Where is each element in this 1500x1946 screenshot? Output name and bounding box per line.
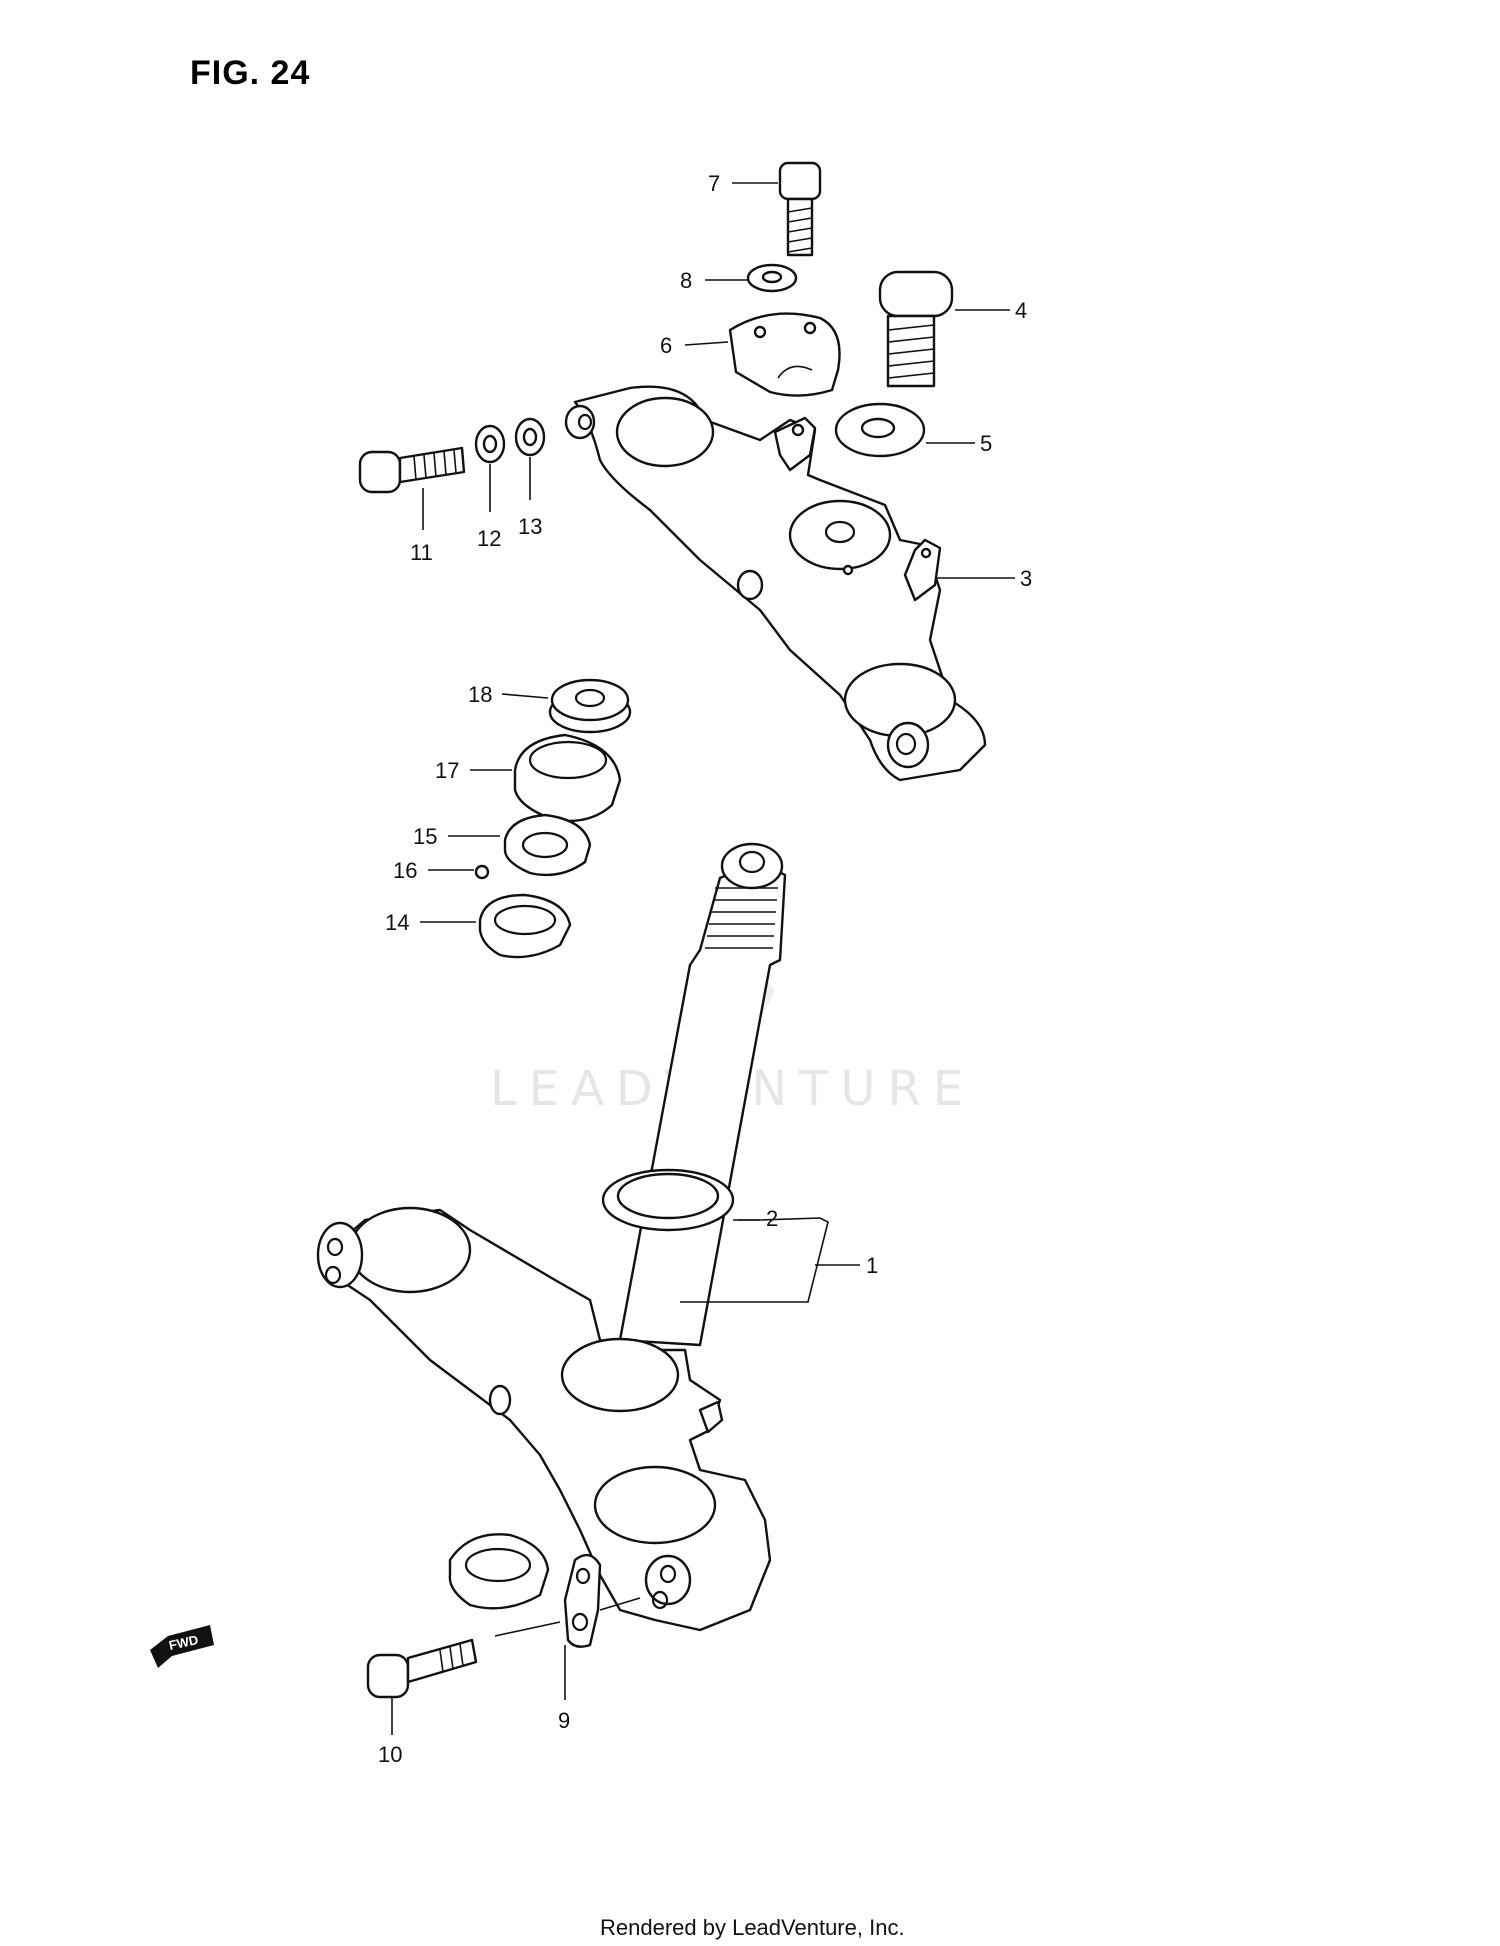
part-11-bolt xyxy=(358,446,466,494)
callout-3: 3 xyxy=(1020,566,1032,591)
part-3-upper-bracket xyxy=(564,385,987,782)
callout-16: 16 xyxy=(393,858,417,883)
callout-12: 12 xyxy=(477,526,501,551)
part-10-bolt xyxy=(366,1638,478,1699)
callout-2: 2 xyxy=(766,1206,778,1231)
callout-14: 14 xyxy=(385,910,409,935)
callout-8: 8 xyxy=(680,268,692,293)
callout-15: 15 xyxy=(413,824,437,849)
footer-credit: Rendered by LeadVenture, Inc. xyxy=(600,1915,905,1940)
callout-17: 17 xyxy=(435,758,459,783)
callout-9: 9 xyxy=(558,1708,570,1733)
part-8-washer xyxy=(746,263,798,293)
part-12-washer xyxy=(474,424,506,464)
callout-18: 18 xyxy=(468,682,492,707)
part-5-washer xyxy=(834,402,926,458)
part-2-seal xyxy=(601,1168,735,1232)
part-9-plate xyxy=(563,1553,602,1648)
part-6-cap xyxy=(728,312,841,397)
part-16-ball xyxy=(474,864,490,880)
part-7-bolt xyxy=(778,161,822,257)
callout-11: 11 xyxy=(410,540,433,565)
part-13-washer xyxy=(514,417,546,457)
callout-5: 5 xyxy=(980,431,992,456)
part-15-race xyxy=(503,813,592,877)
callout-1: 1 xyxy=(866,1253,878,1278)
fwd-label: FWD xyxy=(168,1632,200,1653)
callout-10: 10 xyxy=(378,1742,402,1767)
part-18-nut xyxy=(548,678,632,734)
callout-6: 6 xyxy=(660,333,672,358)
part-14-bearing xyxy=(478,893,572,959)
part-17-cover xyxy=(513,733,622,823)
part-1-steering-stem xyxy=(316,842,787,1632)
figure-title: FIG. 24 xyxy=(190,54,310,92)
callout-7: 7 xyxy=(708,171,720,196)
callout-13: 13 xyxy=(518,514,542,539)
bolt-10-axis xyxy=(494,1597,641,1637)
callouts: 7 8 6 4 5 3 11 12 13 18 17 15 16 14 2 1 xyxy=(378,171,1032,1767)
fwd-direction-badge: FWD xyxy=(150,1625,214,1668)
part-4-bolt xyxy=(878,270,954,388)
callout-4: 4 xyxy=(1015,298,1027,323)
